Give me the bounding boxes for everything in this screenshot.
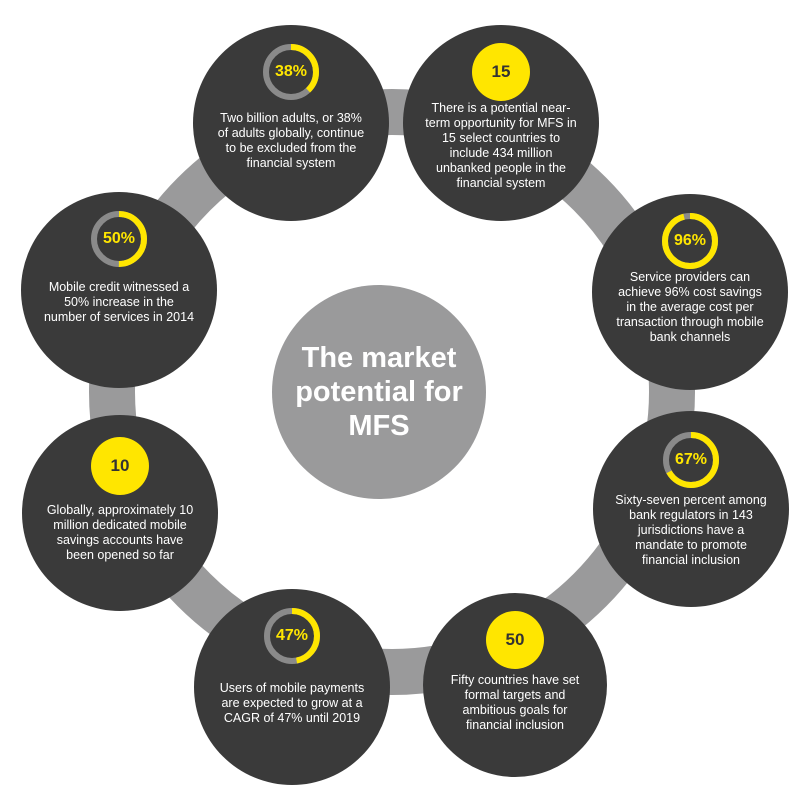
percent-ring-badge: 96% — [661, 212, 719, 270]
percent-ring-icon — [663, 432, 719, 488]
percent-ring-badge: 50% — [90, 210, 148, 268]
stat-description: Service providers can achieve 96% cost s… — [616, 270, 764, 344]
stat-description: Two billion adults, or 38% of adults glo… — [217, 111, 365, 170]
ring-progress-arc — [264, 608, 320, 664]
percent-ring-badge: 67% — [662, 431, 720, 489]
number-disc — [472, 43, 530, 101]
badge-value: 50 — [505, 630, 525, 649]
badge-value: 47% — [275, 627, 309, 644]
stat-description: Users of mobile payments are expected to… — [219, 681, 365, 725]
percent-ring-badge: 47% — [263, 607, 321, 665]
stat-description: There is a potential near-term opportuni… — [425, 101, 577, 190]
number-disc-icon — [486, 611, 544, 669]
center-title: The market potential for MFS — [295, 342, 463, 442]
ring-progress-arc — [263, 44, 319, 100]
number-badge: 15 — [472, 43, 530, 101]
stat-description: Fifty countries have set formal targets … — [450, 673, 580, 732]
ring-progress-arc — [663, 432, 719, 488]
number-badge: 50 — [486, 611, 544, 669]
stat-description: Globally, approximately 10 million dedic… — [46, 503, 194, 562]
badge-value: 96% — [673, 232, 707, 249]
stat-node-bank-regulators: 67% Sixty-seven percent among bank regula… — [593, 411, 789, 607]
number-badge: 10 — [91, 437, 149, 495]
badge-value: 67% — [674, 451, 708, 468]
percent-ring-icon — [662, 213, 718, 269]
badge-value: 38% — [274, 63, 308, 80]
percent-ring-icon — [264, 608, 320, 664]
center-circle: The market potential for MFS — [272, 285, 486, 499]
stat-node-mobile-payments: 47% Users of mobile payments are expected… — [194, 589, 390, 785]
badge-value: 10 — [110, 456, 130, 475]
ring-progress-arc — [91, 211, 147, 267]
percent-ring-icon — [91, 211, 147, 267]
stat-description: Sixty-seven percent among bank regulator… — [615, 493, 767, 567]
number-disc-icon — [472, 43, 530, 101]
percent-ring-badge: 38% — [262, 43, 320, 101]
stat-node-mobile-credit: 50% Mobile credit witnessed a 50% increas… — [21, 192, 217, 388]
stat-description: Mobile credit witnessed a 50% increase i… — [43, 280, 195, 324]
badge-value: 50% — [102, 230, 136, 247]
badge-value: 15 — [491, 62, 511, 81]
stat-node-excluded-adults: 38% Two billion adults, or 38% of adults … — [193, 25, 389, 221]
number-disc-icon — [91, 437, 149, 495]
ring-progress-arc — [662, 213, 718, 269]
stat-node-cost-savings: 96% Service providers can achieve 96% cos… — [592, 194, 788, 390]
number-disc — [486, 611, 544, 669]
number-disc — [91, 437, 149, 495]
connector-ring-band — [89, 89, 695, 695]
percent-ring-icon — [263, 44, 319, 100]
